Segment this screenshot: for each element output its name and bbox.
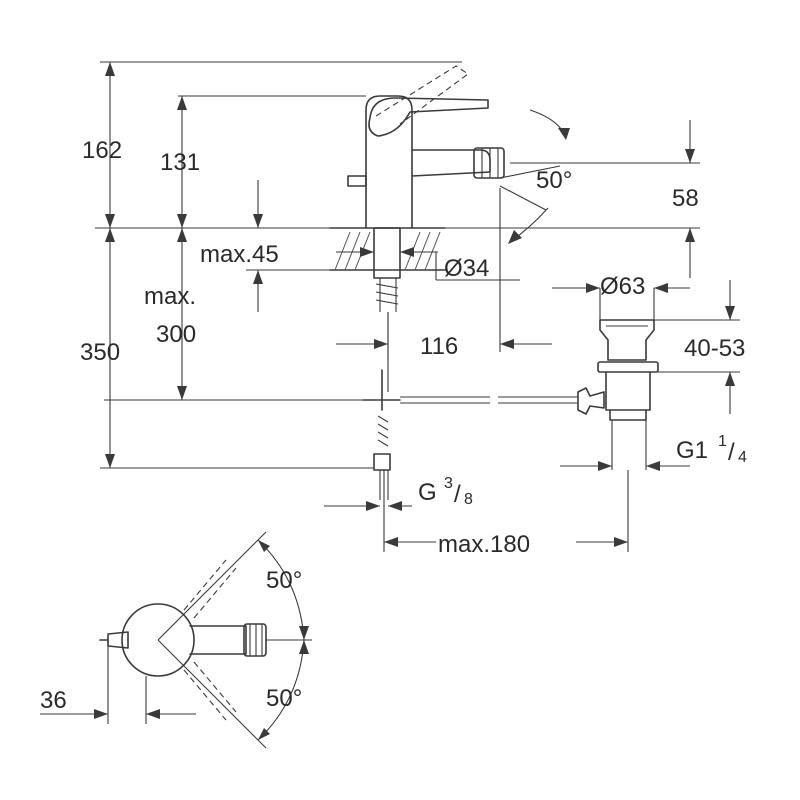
label-max45: max.45 (200, 241, 279, 268)
label-50-top: 50° (536, 167, 572, 194)
label-max180: max.180 (438, 531, 530, 558)
label-131: 131 (160, 149, 200, 176)
label-116: 116 (420, 333, 458, 360)
mounting-shank (373, 227, 401, 392)
label-50-plan-top: 50° (266, 567, 302, 594)
label-162: 162 (82, 137, 122, 164)
label-40-53: 40-53 (684, 335, 745, 362)
dimension-lines (105, 62, 740, 552)
counter-slab (329, 227, 446, 271)
svg-text:/: / (728, 439, 735, 466)
label-300: 300 (156, 321, 196, 348)
mixer-body (347, 65, 505, 229)
svg-text:1: 1 (718, 433, 727, 450)
label-dia63: Ø63 (600, 273, 645, 300)
label-50-plan-bottom: 50° (266, 685, 302, 712)
label-58: 58 (672, 185, 699, 212)
dimension-labels: 162 131 50° 58 max.45 Ø34 Ø63 max. 300 3… (40, 137, 747, 714)
pop-up-waste (577, 319, 659, 470)
label-g1-1-4: G1 1 / 4 (676, 433, 747, 466)
label-350: 350 (80, 339, 120, 366)
svg-text:G1: G1 (676, 437, 708, 464)
label-g-3-8: G 3 / 8 (418, 475, 473, 508)
svg-text:G: G (418, 479, 437, 506)
svg-text:3: 3 (444, 475, 453, 492)
supply-hose (362, 369, 578, 500)
svg-text:/: / (454, 481, 461, 508)
svg-text:8: 8 (464, 491, 473, 508)
label-max: max. (144, 283, 196, 310)
plan-view (40, 531, 312, 749)
mixer-elevation (95, 61, 700, 500)
label-dia34: Ø34 (444, 255, 489, 282)
svg-text:4: 4 (738, 449, 747, 466)
label-36: 36 (40, 687, 67, 714)
